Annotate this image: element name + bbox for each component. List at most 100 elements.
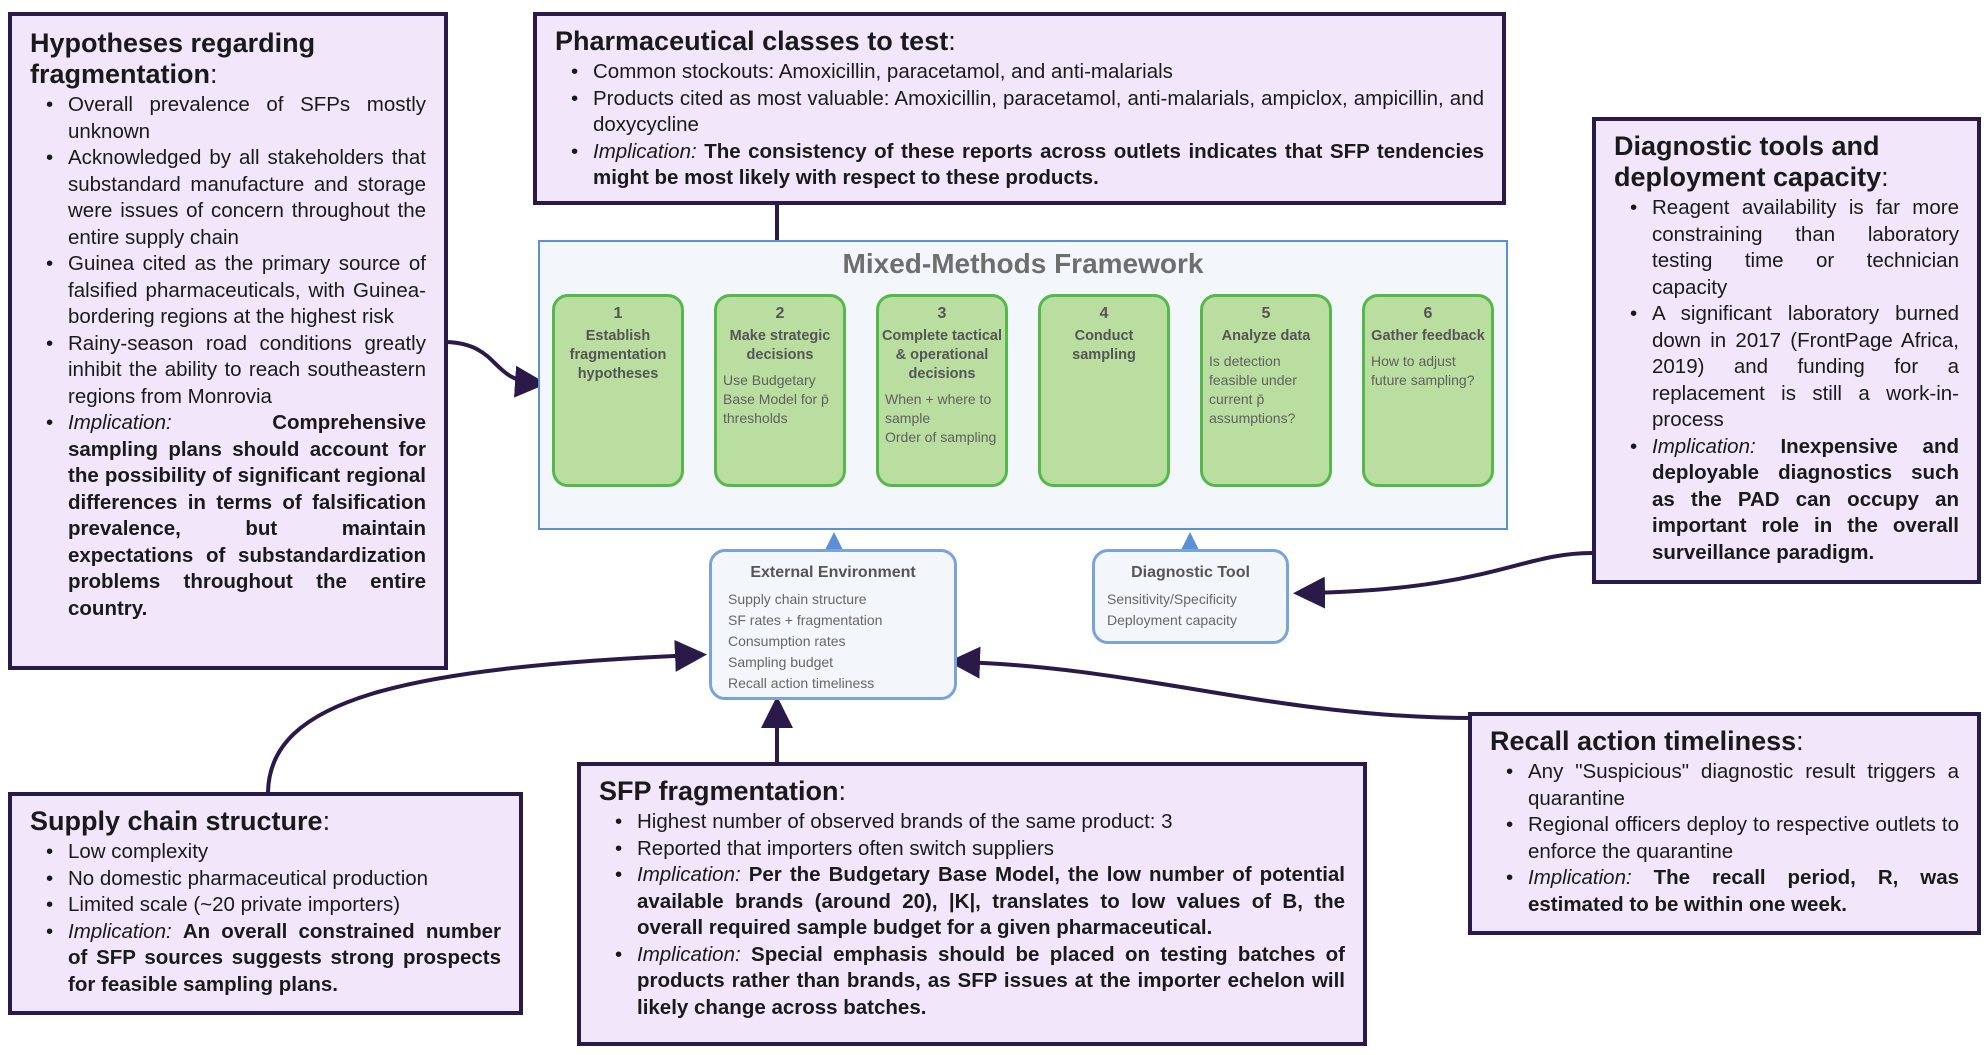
step-1: 1 Establish fragmentation hypotheses xyxy=(552,294,684,487)
diagnostic-capacity-box: Diagnostic tools and deployment capacity… xyxy=(1592,117,1981,584)
arrow-supply-to-external xyxy=(266,639,707,793)
supply-title: Supply chain structure: xyxy=(30,806,501,837)
step-number: 5 xyxy=(1261,305,1271,322)
list-item: Overall prevalence of SFPs mostly unknow… xyxy=(46,92,426,145)
implication-text: The recall period, R, was estimated to b… xyxy=(1528,866,1960,916)
hypotheses-title: Hypotheses regarding fragmentation: xyxy=(30,28,426,90)
sfp-title-text: SFP fragmentation xyxy=(599,776,839,806)
step-title: Complete tactical & operational decision… xyxy=(881,328,1003,382)
external-item: Supply chain structure xyxy=(728,591,867,607)
implication-label: Implication: xyxy=(1652,434,1756,458)
list-item: Regional officers deploy to respective o… xyxy=(1506,812,1959,865)
external-item: Sampling budget xyxy=(728,654,834,670)
list-item: Low complexity xyxy=(46,839,501,866)
title-colon: : xyxy=(210,59,218,89)
external-item: SF rates + fragmentation xyxy=(728,612,883,628)
sfp-list: Highest number of observed brands of the… xyxy=(599,809,1345,1021)
step-4: 4 Conduct sampling xyxy=(1038,294,1170,487)
implication-label: Implication: xyxy=(68,411,172,434)
implication-item: Implication: Special emphasis should be … xyxy=(615,942,1346,1022)
implication-label: Implication: xyxy=(593,139,697,163)
list-item: Products cited as most valuable: Amoxici… xyxy=(571,86,1484,139)
step-subtext: Is detection feasible under current p̄ a… xyxy=(1209,353,1297,426)
hypotheses-title-text: Hypotheses regarding fragmentation xyxy=(30,28,316,89)
pharma-title: Pharmaceutical classes to test: xyxy=(555,26,1484,57)
implication-item: Implication: Inexpensive and deployable … xyxy=(1630,434,1959,567)
diagnostic-title: Diagnostic tools and deployment capacity… xyxy=(1614,131,1959,193)
hypotheses-box: Hypotheses regarding fragmentation: Over… xyxy=(8,12,448,670)
implication-item: Implication: The consistency of these re… xyxy=(571,139,1484,192)
step-number: 1 xyxy=(613,305,623,322)
diagnostic-tool-box: Diagnostic Tool Sensitivity/Specificity … xyxy=(1092,549,1289,644)
list-item: Acknowledged by all stakeholders that su… xyxy=(46,145,426,251)
implication-text: The consistency of these reports across … xyxy=(593,139,1484,190)
recall-title-text: Recall action timeliness xyxy=(1490,726,1797,756)
step-title: Analyze data xyxy=(1221,328,1311,344)
implication-text: An overall constrained number of SFP sou… xyxy=(68,919,502,996)
implication-text: Per the Budgetary Base Model, the low nu… xyxy=(637,863,1345,939)
hypotheses-list: Overall prevalence of SFPs mostly unknow… xyxy=(30,92,426,622)
arrow-diagnostic-to-diagtool xyxy=(1293,551,1593,609)
list-item: No domestic pharmaceutical production xyxy=(46,866,501,893)
title-colon: : xyxy=(1881,162,1889,192)
step-3: 3 Complete tactical & operational decisi… xyxy=(876,294,1008,487)
external-environment-box: External Environment Supply chain struct… xyxy=(709,549,957,700)
list-item: Reagent availability is far more constra… xyxy=(1630,195,1959,301)
pharma-classes-box: Pharmaceutical classes to test: Common s… xyxy=(533,12,1506,205)
title-colon: : xyxy=(322,806,331,836)
implication-text: Comprehensive sampling plans should acco… xyxy=(68,411,426,620)
step-title: Gather feedback xyxy=(1371,328,1485,344)
list-item: Reported that importers often switch sup… xyxy=(615,836,1345,863)
recall-timeliness-box: Recall action timeliness: Any "Suspiciou… xyxy=(1468,712,1981,935)
supply-list: Low complexity No domestic pharmaceutica… xyxy=(30,839,501,998)
step-title: Conduct sampling xyxy=(1072,328,1136,363)
arrow-recall-to-external xyxy=(948,646,1489,721)
list-item: A significant laboratory burned down in … xyxy=(1630,301,1959,434)
implication-item: Implication: An overall constrained numb… xyxy=(46,919,502,999)
list-item: Rainy-season road conditions greatly inh… xyxy=(46,331,426,411)
step-title: Make strategic decisions xyxy=(729,328,831,363)
implication-text: Special emphasis should be placed on tes… xyxy=(637,942,1346,1019)
step-title: Establish fragmentation hypotheses xyxy=(569,328,667,382)
list-item: Any "Suspicious" diagnostic result trigg… xyxy=(1506,759,1959,812)
list-item: Common stockouts: Amoxicillin, paracetam… xyxy=(571,59,1484,86)
diagnostic-list: Reagent availability is far more constra… xyxy=(1614,195,1959,566)
implication-item: Implication: The recall period, R, was e… xyxy=(1506,865,1960,918)
step-6: 6 Gather feedback How to adjust future s… xyxy=(1362,294,1494,487)
title-colon: : xyxy=(948,26,956,56)
arrow-hypotheses-to-step1 xyxy=(447,340,547,398)
pharma-list: Common stockouts: Amoxicillin, paracetam… xyxy=(555,59,1484,192)
list-item: Guinea cited as the primary source of fa… xyxy=(46,251,426,331)
external-item: Recall action timeliness xyxy=(728,675,875,691)
implication-label: Implication: xyxy=(637,863,741,886)
implication-text: Inexpensive and deployable diagnostics s… xyxy=(1652,434,1959,564)
sfp-fragmentation-box: SFP fragmentation: Highest number of obs… xyxy=(577,762,1367,1046)
implication-label: Implication: xyxy=(637,942,741,966)
step-number: 3 xyxy=(937,305,947,322)
step-number: 6 xyxy=(1423,305,1433,322)
step-5: 5 Analyze data Is detection feasible und… xyxy=(1200,294,1332,487)
step-subtext: Use Budgetary Base Model for p̄ threshol… xyxy=(723,372,829,426)
framework-title: Mixed-Methods Framework xyxy=(842,248,1204,279)
step-subtext: When + where to sample Order of sampling xyxy=(885,391,997,445)
list-item: Highest number of observed brands of the… xyxy=(615,809,1345,836)
framework-panel xyxy=(538,240,1508,530)
recall-title: Recall action timeliness: xyxy=(1490,726,1959,757)
recall-list: Any "Suspicious" diagnostic result trigg… xyxy=(1490,759,1959,918)
diagnostic-title-text: Diagnostic tools and deployment capacity xyxy=(1614,131,1882,192)
implication-item: Implication: Comprehensive sampling plan… xyxy=(46,410,426,622)
external-item: Consumption rates xyxy=(728,633,846,649)
title-colon: : xyxy=(838,776,847,806)
implication-label: Implication: xyxy=(1528,866,1632,889)
step-subtext: How to adjust future sampling? xyxy=(1371,353,1475,388)
title-colon: : xyxy=(1796,726,1804,756)
step-number: 2 xyxy=(775,305,785,322)
external-environment-title: External Environment xyxy=(750,564,916,581)
diagnostic-tool-item: Deployment capacity xyxy=(1107,612,1237,628)
diagnostic-tool-title: Diagnostic Tool xyxy=(1131,564,1250,581)
implication-item: Implication: Per the Budgetary Base Mode… xyxy=(615,862,1345,942)
implication-label: Implication: xyxy=(68,919,172,943)
list-item: Limited scale (~20 private importers) xyxy=(46,892,501,919)
supply-chain-box: Supply chain structure: Low complexity N… xyxy=(8,792,523,1015)
pharma-title-text: Pharmaceutical classes to test xyxy=(555,26,949,56)
